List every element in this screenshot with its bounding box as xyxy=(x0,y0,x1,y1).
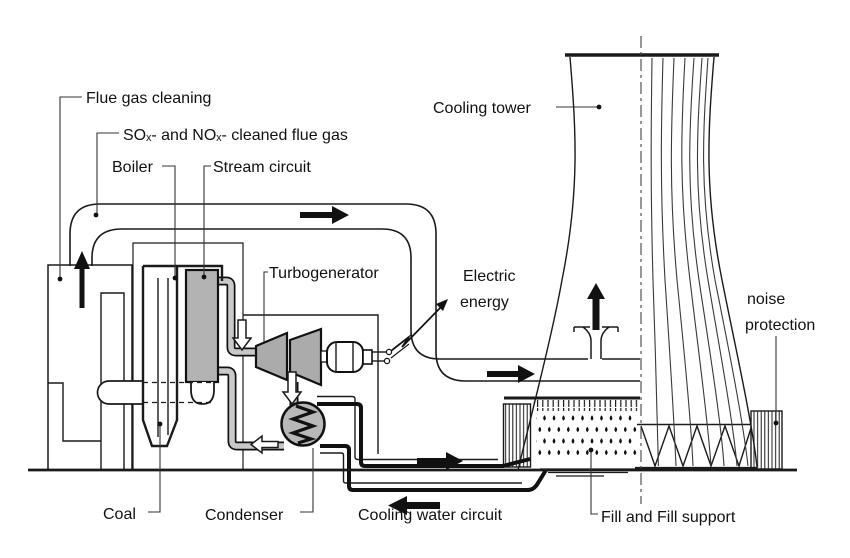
tower-shell-right xyxy=(708,56,758,468)
burner-duct xyxy=(96,380,143,405)
condensate-return-arrow xyxy=(249,434,279,455)
flue-gas-duct xyxy=(69,203,640,382)
terminal-top xyxy=(385,348,393,356)
duct-outer-wall xyxy=(69,203,640,382)
leader-lines xyxy=(57,96,779,515)
flue-gas-right-arrow-bottom xyxy=(487,365,535,383)
tower-updraft-arrow xyxy=(587,283,605,330)
lightning-arrowhead xyxy=(436,299,448,311)
label-cooling-water-circuit: Cooling water circuit xyxy=(358,507,503,524)
label-flue-gas-cleaning: Flue gas cleaning xyxy=(86,90,211,107)
flue-discharge-nozzle xyxy=(573,326,619,359)
flue-gas-up-arrow xyxy=(74,251,90,308)
condenser xyxy=(280,401,326,447)
label-noise-protection-2: protection xyxy=(745,317,815,334)
label-cooling-tower: Cooling tower xyxy=(433,100,532,117)
tower-shell-left xyxy=(517,56,576,471)
coupling xyxy=(362,349,373,365)
hp-turbine xyxy=(254,331,289,382)
label-cleaned-flue-gas: SOₓ- and NOₓ- cleaned flue gas xyxy=(123,127,348,144)
duct-inner-wall xyxy=(91,228,588,360)
label-fill-and-fill-support: Fill and Fill support xyxy=(601,509,736,526)
fill-packing xyxy=(533,400,639,411)
label-boiler: Boiler xyxy=(112,159,154,176)
tower-meridian-lines xyxy=(650,57,749,467)
cooling-water-return xyxy=(320,444,548,492)
lightning-bolt xyxy=(390,306,442,352)
foundation-step xyxy=(48,382,101,442)
burner-duct-dashed-continuation xyxy=(143,381,213,404)
spray-droplets xyxy=(536,414,638,460)
generator xyxy=(326,341,364,373)
exhaust-to-condenser-arrow xyxy=(281,371,303,406)
exchanger-drum xyxy=(190,382,215,405)
cooling-supply-right-arrow xyxy=(417,452,463,470)
boiler-vessel xyxy=(141,264,224,448)
label-noise-protection-1: noise xyxy=(747,291,785,308)
cooling-return-left-arrow xyxy=(388,496,440,515)
label-electric-energy-2: energy xyxy=(460,294,509,311)
turbogenerator xyxy=(254,299,448,387)
turbine-hall-outline xyxy=(243,314,379,454)
cooling-water-supply xyxy=(317,402,531,468)
condenser-coil xyxy=(288,404,318,445)
label-coal: Coal xyxy=(103,506,136,523)
fill-support-truss xyxy=(635,423,757,470)
label-electric-energy-1: Electric xyxy=(463,268,515,285)
label-stream-circuit: Stream circuit xyxy=(213,159,311,176)
cooling-water-pipes xyxy=(317,395,548,492)
flue-gas-cleaning-building xyxy=(47,264,133,471)
flue-gas-right-arrow-top xyxy=(300,206,349,224)
terminal-bottom xyxy=(383,357,391,365)
steam-flow-down-arrow xyxy=(231,319,253,352)
steam-generator-exchanger xyxy=(184,268,220,384)
lp-turbine xyxy=(288,327,323,387)
cooling-tower xyxy=(502,36,783,504)
label-turbogenerator: Turbogenerator xyxy=(269,265,379,282)
label-condenser: Condenser xyxy=(205,507,284,524)
